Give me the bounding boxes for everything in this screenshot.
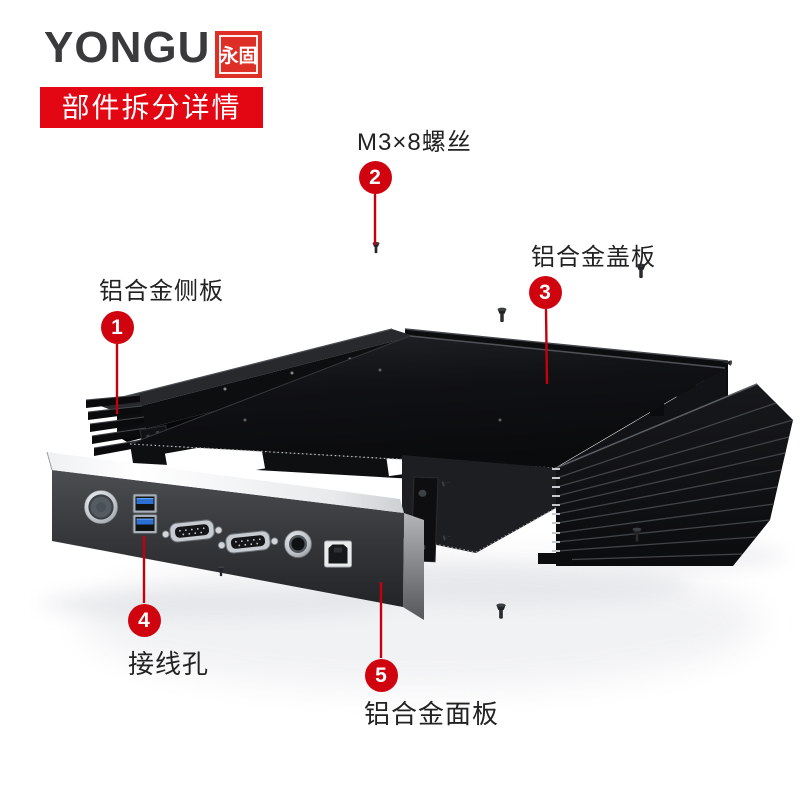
label-front-panel: 铝合金面板 bbox=[364, 699, 500, 729]
cover-plate bbox=[129, 335, 726, 469]
brand-logo: YONGU bbox=[44, 23, 211, 72]
callout-3: 3 bbox=[528, 275, 562, 309]
front-panel-top-edge bbox=[47, 452, 404, 513]
heatsink-tab bbox=[538, 553, 572, 564]
front-panel bbox=[46, 451, 424, 620]
label-screws: M3×8螺丝 bbox=[357, 129, 472, 156]
front-panel-side-edge bbox=[403, 513, 424, 620]
usb-port-bottom bbox=[132, 514, 158, 534]
heatsink-fins bbox=[556, 402, 794, 561]
section-title-banner: 部件拆分详情 bbox=[40, 87, 263, 128]
usb-port-top bbox=[132, 493, 158, 514]
label-cover-plate: 铝合金盖板 bbox=[531, 244, 656, 271]
usb-b-port bbox=[324, 540, 352, 568]
side-panel-right bbox=[538, 383, 794, 566]
serial-port-2 bbox=[217, 530, 279, 554]
round-connector bbox=[284, 530, 312, 558]
callout-4: 4 bbox=[127, 603, 161, 637]
callout-lines bbox=[115, 194, 549, 658]
serial-port-1 bbox=[161, 519, 223, 543]
label-wiring-hole: 接线孔 bbox=[128, 649, 210, 679]
callout-5: 5 bbox=[364, 658, 398, 692]
callout-2: 2 bbox=[358, 160, 392, 194]
brand-seal-icon: 永固 bbox=[215, 31, 262, 78]
callout-1: 1 bbox=[100, 310, 134, 344]
power-button bbox=[84, 490, 118, 524]
label-side-panel: 铝合金侧板 bbox=[99, 278, 224, 305]
screw bbox=[497, 307, 507, 322]
